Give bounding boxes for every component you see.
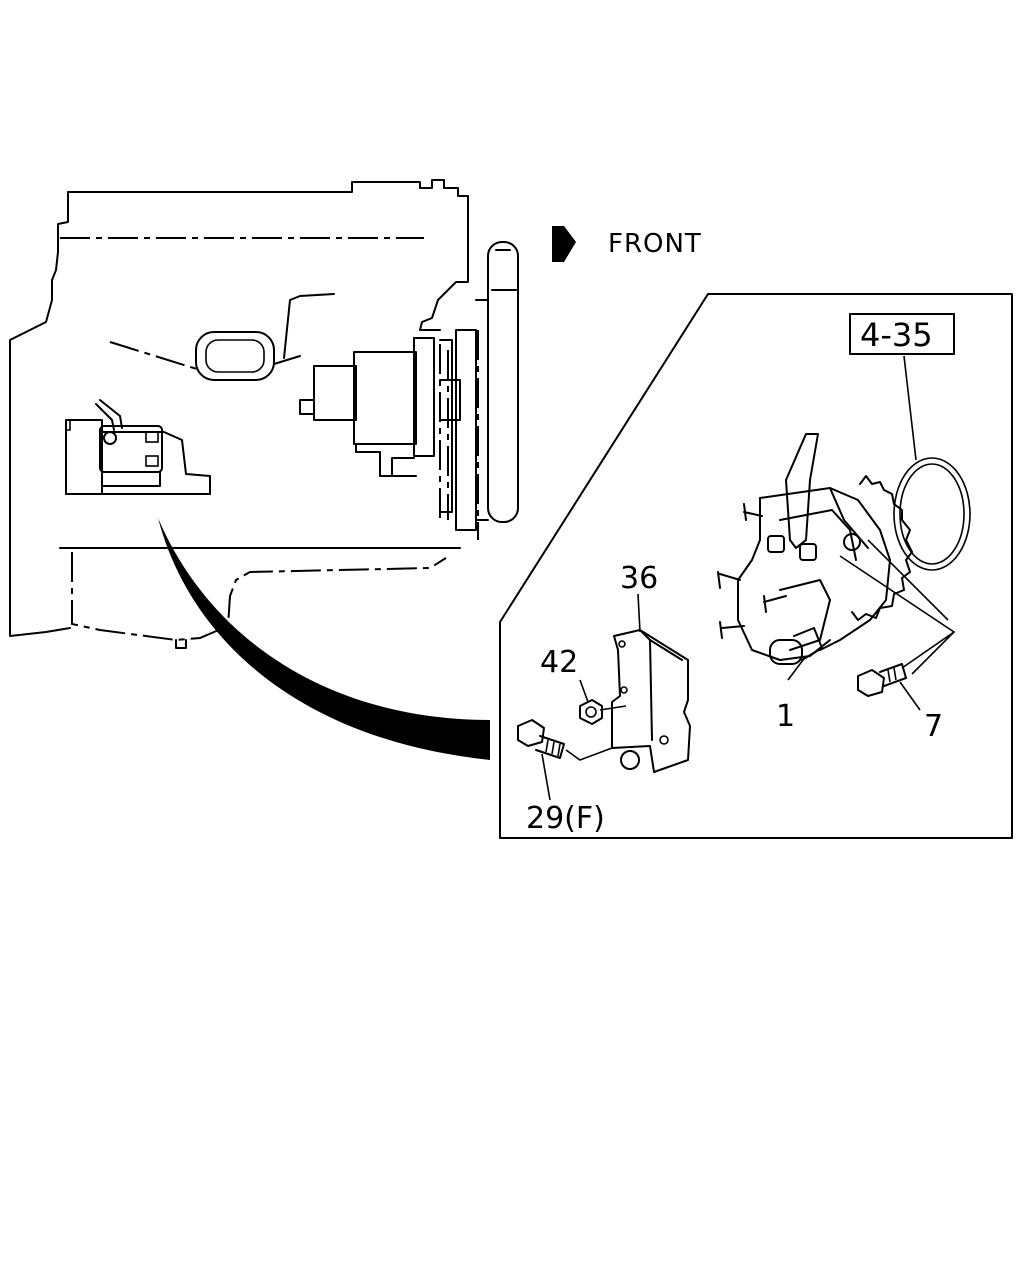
intake-port	[195, 331, 275, 381]
drive-gear	[851, 475, 913, 621]
engine-left-edge	[9, 191, 71, 637]
rocker-dash	[109, 341, 201, 371]
detail-callout-arrow	[158, 518, 490, 760]
callout-42: 42	[540, 645, 578, 680]
ref-4-35-label: 4-35	[860, 316, 933, 354]
front-pump-unit	[299, 337, 461, 520]
injection-pump	[717, 433, 956, 675]
o-ring	[893, 457, 971, 571]
bracket	[611, 629, 691, 773]
callout-1: 1	[776, 699, 795, 734]
front-direction-indicator: FRONT	[552, 226, 702, 262]
detail-panel: 4-35	[499, 293, 1013, 839]
callout-7: 7	[924, 709, 943, 744]
engine-block-outline	[67, 179, 469, 331]
front-arrow-icon	[552, 226, 576, 262]
detail-panel-border	[499, 293, 1013, 839]
oil-pan-outline	[71, 552, 447, 642]
reference-box	[849, 313, 955, 355]
side-pump-unit	[65, 399, 211, 495]
bolt-29	[517, 719, 613, 761]
front-pulley	[455, 241, 519, 540]
rocker-cover-line	[283, 293, 335, 359]
callout-36: 36	[620, 561, 658, 596]
bolt-7	[857, 631, 955, 697]
front-label: FRONT	[608, 229, 702, 259]
callout-29f: 29(F)	[526, 801, 605, 836]
engine-overview	[9, 179, 519, 649]
nut	[579, 699, 627, 725]
